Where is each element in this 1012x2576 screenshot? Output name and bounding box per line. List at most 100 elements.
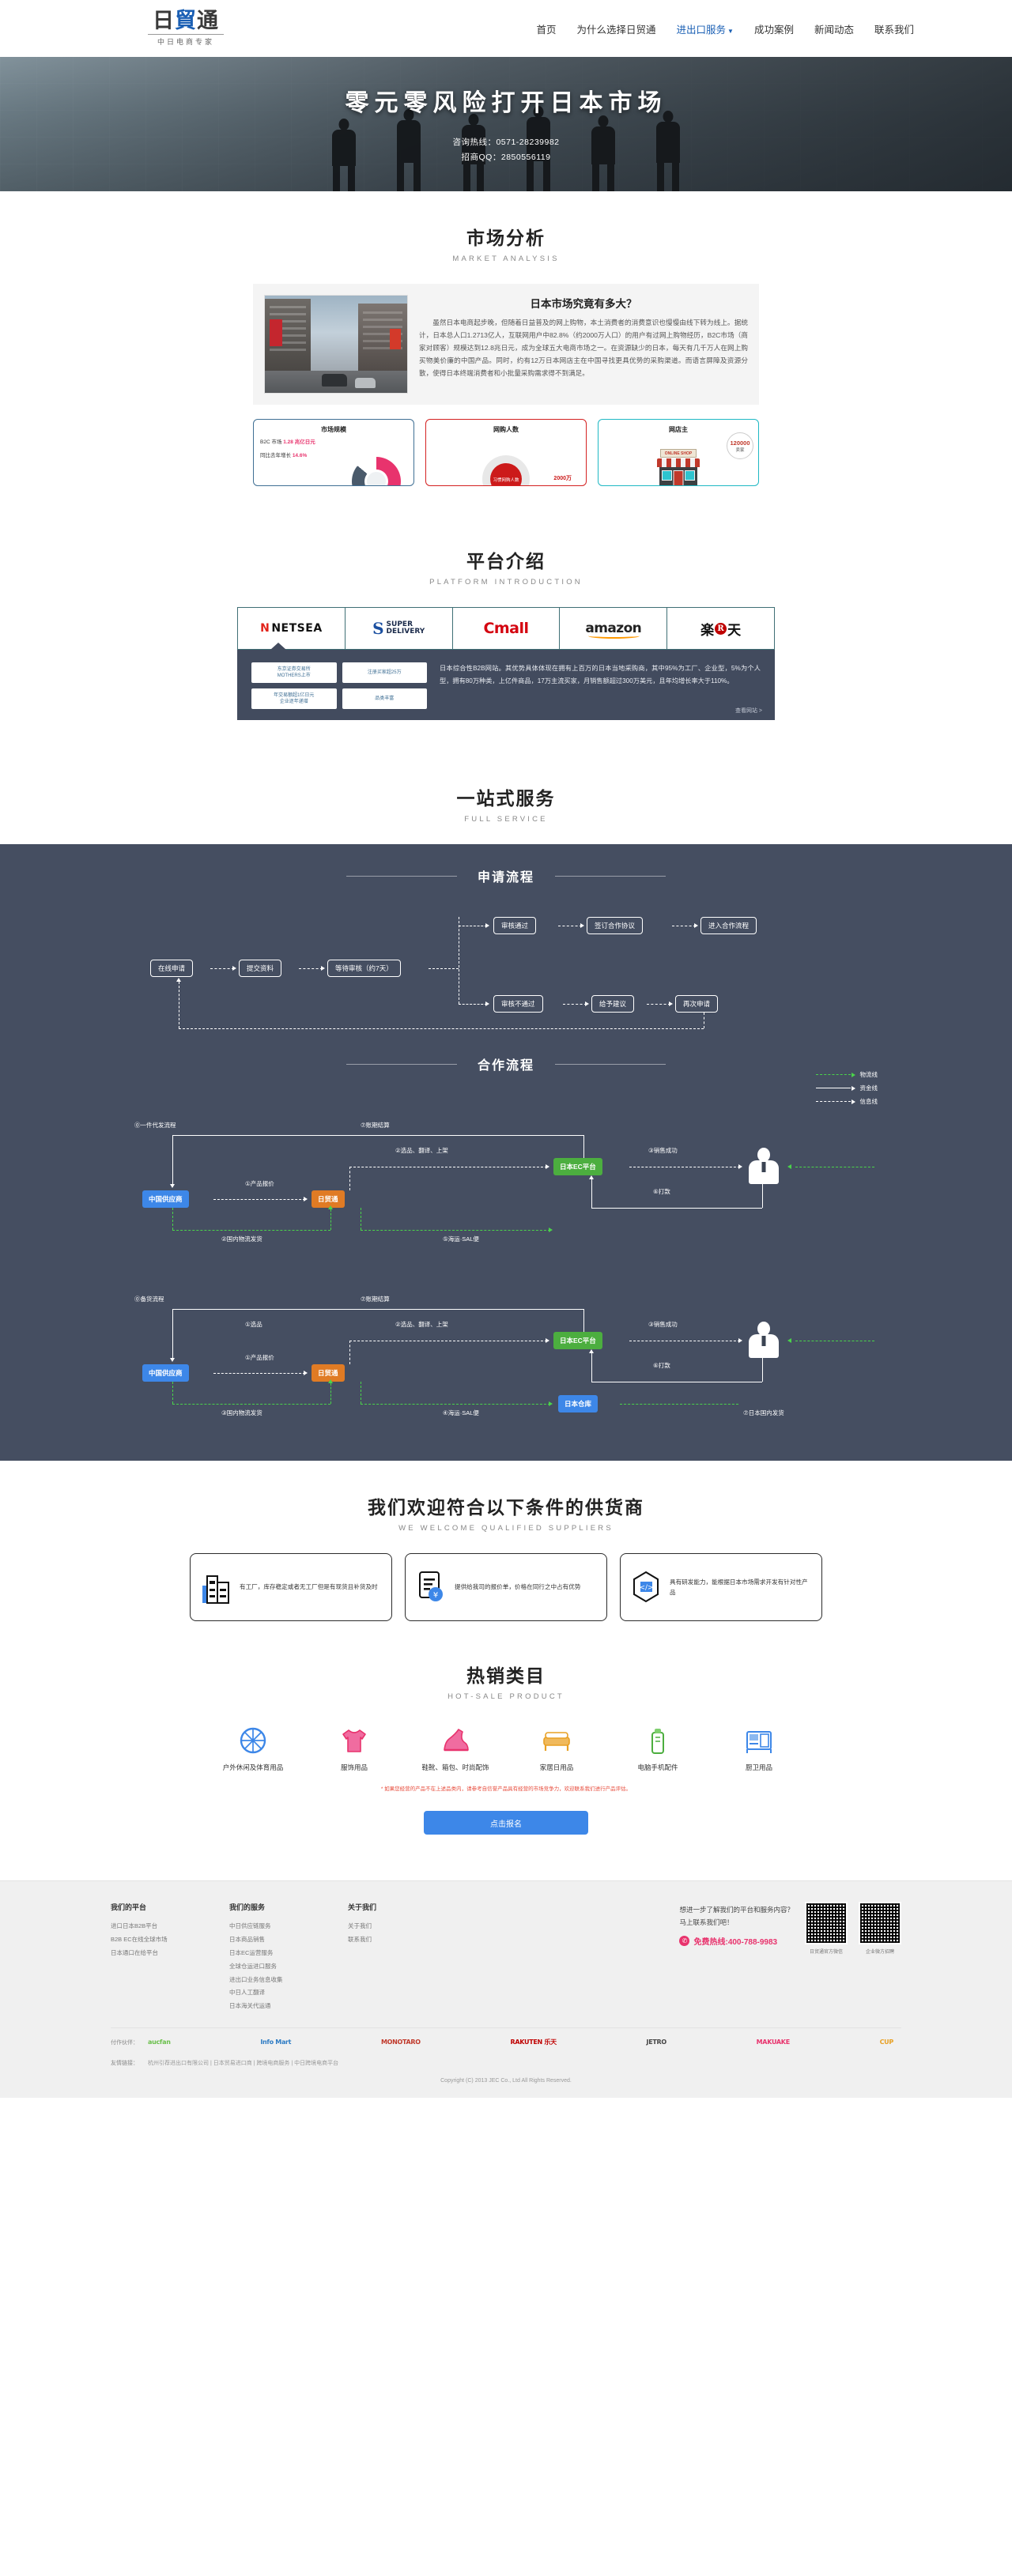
supplier-card-rnd: </> 具有研发能力，能根据日本市场需求开发有针对性产品 [620, 1553, 822, 1621]
nav-item-why-us[interactable]: 为什么选择日贸通 [576, 24, 656, 36]
partner-logo-rakuten[interactable]: RAKUTEN 乐天 [510, 2039, 557, 2046]
nav-item-news[interactable]: 新闻动态 [814, 24, 854, 36]
partners-label: 付作伙伴： [111, 2039, 138, 2046]
legend-logistics: 物流线 [859, 1071, 878, 1078]
hot-item-shoes-bags[interactable]: 鞋靴、箱包、时尚配饰 [408, 1722, 503, 1772]
flow2-step6: ⑥打款 [653, 1362, 670, 1369]
footer-link-2-4[interactable]: 全球仓运进口服务 [229, 1962, 277, 1970]
partner-logo-makuake[interactable]: MAKUAKE [756, 2039, 791, 2046]
hot-title-en: HOT-SALE PRODUCT [447, 1692, 565, 1701]
footer-link-2-7[interactable]: 日本海关代运通 [229, 2002, 271, 2010]
hero-background [0, 57, 1012, 191]
flow1-node-supplier: 中国供应商 [142, 1190, 189, 1208]
stat-card-2-title: 网购人数 [493, 426, 519, 433]
coop-flow-dropship: ⓪一件代发流程 ⑦账期结算 中国供应商 ①产品报价 日贸通 ②选品、翻译、上架 … [134, 1097, 878, 1263]
footer-link-1-1[interactable]: 进口日本B2B平台 [111, 1922, 158, 1930]
footer-link-2-1[interactable]: 中日供应链服务 [229, 1922, 271, 1930]
legend-funds: 资金线 [859, 1084, 878, 1092]
platform-title-en: PLATFORM INTRODUCTION [429, 578, 583, 586]
platform-tag-3: 年交易额超1亿日元企业逐年递增 [251, 688, 337, 709]
partner-logo-aucfan[interactable]: aucfan [148, 2039, 171, 2046]
stat-2-badge-value: 2000万 [553, 476, 572, 481]
rnd-icon: </> [630, 1570, 662, 1605]
qr-code-image-1 [805, 1902, 848, 1945]
supplier-card-2-text: 提供给我司的报价单，价格在同行之中占有优势 [455, 1583, 581, 1591]
flow1-node-rmt: 日贸通 [312, 1190, 345, 1208]
coop-flow-stocking: ⓪备货流程 ⑦账期结算 ①选品 中国供应商 ①产品报价 日贸通 ②选品、翻译、上… [134, 1271, 878, 1437]
market-intro-panel: 日本市场究竟有多大？ 虽然日本电商起步晚，但随着日益普及的网上购物，本土消费者的… [253, 284, 759, 405]
platform-more-link[interactable]: 查看网站 > [734, 708, 762, 714]
friendlink-list[interactable]: 杭州引荐进出口有限公司 | 日本贸易进口商 | 跨境电商服务 | 中日跨境电商平… [148, 2061, 339, 2067]
flow2-node-rmt: 日贸通 [312, 1364, 345, 1382]
footer-link-2-3[interactable]: 日本EC运营服务 [229, 1948, 274, 1956]
flow2-step0: ①选品 [245, 1321, 262, 1328]
nav-item-home[interactable]: 首页 [536, 24, 557, 36]
hero-qq: 招商QQ：2850556119 [461, 153, 551, 162]
signup-button[interactable]: 点击报名 [424, 1811, 588, 1835]
partner-logo-jetro[interactable]: JETRO [646, 2039, 667, 2046]
hero-hotline: 咨询热线：0571-28239982 [452, 137, 560, 147]
nav-item-contact[interactable]: 联系我们 [874, 24, 914, 36]
apply-node-wait-review: 等待审核（约7天） [327, 960, 401, 977]
service-section-heading: 一站式服务 FULL SERVICE [0, 752, 1012, 844]
footer-link-2-5[interactable]: 进出口业务信息收集 [229, 1975, 283, 1983]
supplier-card-factory: 有工厂，库存稳定或者无工厂但是有现货且补货及时 [190, 1553, 392, 1621]
hot-item-outdoor[interactable]: 户外休闲及体育用品 [206, 1722, 300, 1772]
market-paragraph: 虽然日本电商起步晚，但随着日益普及的网上购物，本土消费者的消费意识也慢慢由线下转… [419, 319, 748, 377]
footer-column-platform: 我们的平台 进口日本B2B平台 B2B EC在线全球市场 日本通口在给平台 [111, 1902, 229, 2013]
apply-node-review-pass: 审核通过 [493, 917, 537, 934]
service-flow-section: 申请流程 在线申请 提交资料 等待审核（约7天） 审核通过 签订合作协议 进入合… [0, 844, 1012, 1461]
flow2-buyer-icon [748, 1322, 780, 1358]
footer-link-2-2[interactable]: 日本商品销售 [229, 1935, 265, 1943]
sd-line-1: SUPER [386, 620, 413, 628]
footer-link-2-6[interactable]: 中日人工翻译 [229, 1989, 265, 1997]
platform-section-title: 平台介绍 PLATFORM INTRODUCTION [0, 515, 1012, 607]
flow1-logistics-2: ⑤海运·SAL便 [443, 1235, 479, 1243]
logo-tagline: 中日电商专家 [157, 38, 214, 46]
stat-1-line1-label: B2C 市场 [260, 439, 282, 445]
flow1-step7: ⑦账期结算 [361, 1122, 390, 1129]
service-title-en: FULL SERVICE [464, 815, 548, 824]
flow1-head: ⓪一件代发流程 [134, 1122, 176, 1129]
sd-line-2: DELIVERY [386, 628, 425, 636]
site-logo[interactable]: 日貿通 中日电商专家 [95, 10, 277, 47]
partner-logo-cup[interactable]: CUP [879, 2039, 894, 2046]
platform-tab-cmall[interactable]: Cmall [453, 608, 561, 649]
hot-item-home[interactable]: 家居日用品 [509, 1722, 604, 1772]
shoe-icon [408, 1722, 503, 1756]
hot-item-electronics[interactable]: 电脑手机配件 [610, 1722, 705, 1772]
supplier-card-1-text: 有工厂，库存稳定或者无工厂但是有现货且补货及时 [240, 1583, 378, 1591]
stat-1-line2-value: 14.6% [292, 453, 308, 459]
hot-item-kitchen[interactable]: 厨卫用品 [712, 1722, 806, 1772]
hot-sale-note: * 如果您经营的产品不在上述品类内，请参考自信誉产品具有经营的市场竞争力，欢迎联… [380, 1786, 632, 1792]
footer-link-1-3[interactable]: 日本通口在给平台 [111, 1948, 158, 1956]
footer-link-1-2[interactable]: B2B EC在线全球市场 [111, 1935, 168, 1943]
main-navigation[interactable]: 首页 为什么选择日贸通 进出口服务▼ 成功案例 新闻动态 联系我们 [277, 21, 917, 36]
logo-char-2: 貿 [175, 9, 197, 33]
flow2-node-warehouse: 日本仓库 [558, 1395, 599, 1412]
stat-1-line2-label: 同比去年增长 [260, 453, 291, 459]
footer-hotline[interactable]: ✆ 免费热线:400-788-9983 [679, 1935, 794, 1947]
partner-logo-infomart[interactable]: Info Mart [260, 2039, 292, 2046]
partner-logo-monotaro[interactable]: MONOTARO [380, 2039, 421, 2046]
nav-item-import-export[interactable]: 进出口服务▼ [676, 24, 734, 36]
market-title-en: MARKET ANALYSIS [452, 255, 560, 263]
platform-tag-4: 品类丰富 [342, 688, 427, 709]
nav-item-cases[interactable]: 成功案例 [753, 24, 794, 36]
furniture-icon [509, 1722, 604, 1756]
platform-tab-amazon[interactable]: amazon [560, 608, 668, 649]
footer-link-3-1[interactable]: 关于我们 [348, 1922, 372, 1930]
hot-item-apparel[interactable]: 服饰用品 [307, 1722, 402, 1772]
netsea-mark-icon: N [260, 622, 270, 635]
stat-card-1-title: 市场规模 [321, 426, 346, 433]
supplier-card-quotation: ¥ 提供给我司的报价单，价格在同行之中占有优势 [405, 1553, 607, 1621]
phone-icon: ✆ [679, 1936, 690, 1947]
footer-link-3-2[interactable]: 联系我们 [348, 1935, 372, 1943]
footer-col-2-title: 我们的服务 [229, 1903, 266, 1912]
flow2-step1: ①产品报价 [245, 1354, 274, 1361]
